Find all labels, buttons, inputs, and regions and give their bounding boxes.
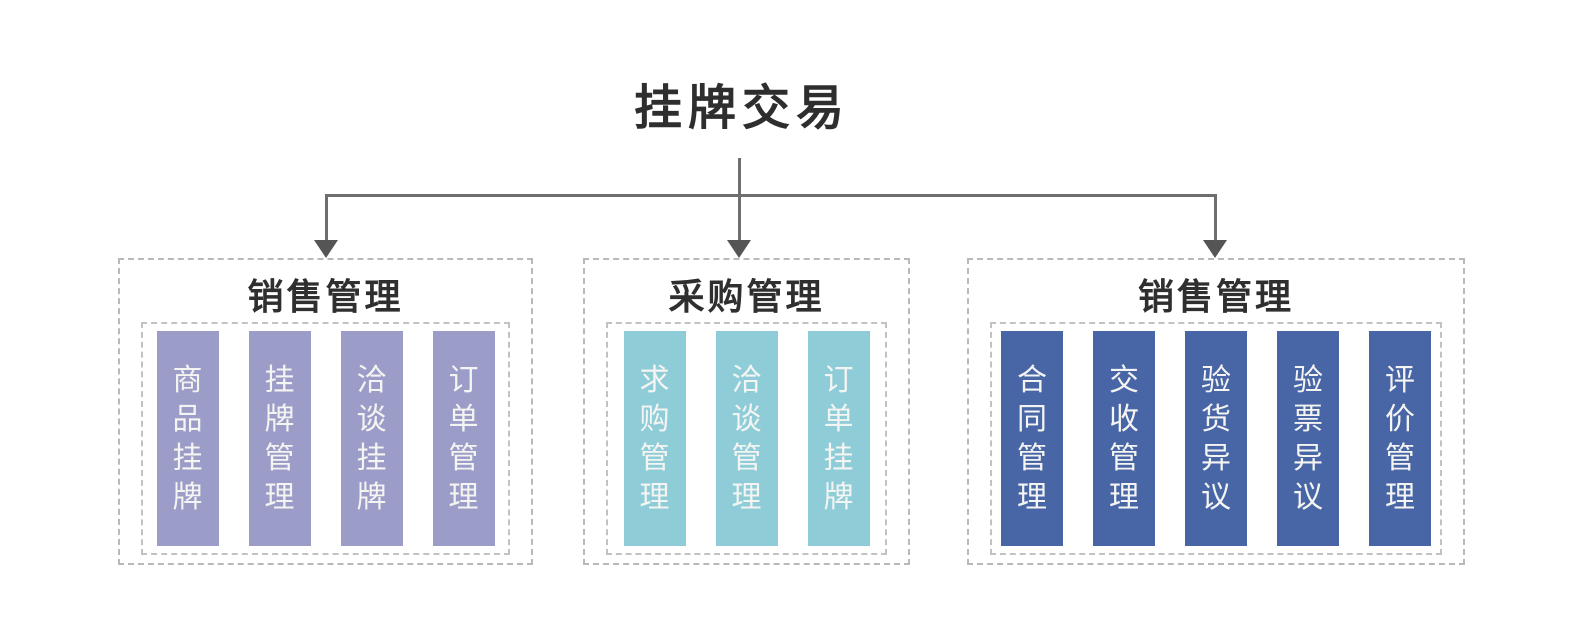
module-bar: 订单挂牌 [807,331,870,546]
module-bar: 订单管理 [432,331,495,546]
module-bar: 验票异议 [1277,331,1339,546]
page-title: 挂牌交易 [633,82,851,135]
module-bar: 交收管理 [1093,331,1155,546]
group-inner-box: 合同管理 交收管理 验货异议 验票异议 评价管理 [990,322,1442,555]
module-bar: 洽谈管理 [715,331,778,546]
module-bar: 挂牌管理 [248,331,311,546]
module-label: 洽谈管理 [731,363,762,514]
group-title: 销售管理 [1137,276,1294,317]
group-inner-box: 商品挂牌 挂牌管理 洽谈挂牌 订单管理 [141,322,510,555]
module-label: 评价管理 [1385,363,1415,514]
module-bar: 商品挂牌 [156,331,219,546]
module-bar: 合同管理 [1001,331,1063,546]
module-label: 合同管理 [1017,363,1047,514]
group-procurement-management: 采购管理 求购管理 洽谈管理 订单挂牌 [583,258,910,565]
module-label: 订单管理 [448,363,479,514]
module-label: 洽谈挂牌 [356,363,387,514]
module-label: 交收管理 [1109,363,1139,514]
module-bar: 洽谈挂牌 [340,331,403,546]
arrow-down-icon [314,240,338,258]
connector-middle-line [738,158,741,244]
module-label: 验票异议 [1293,363,1323,514]
group-sales-management-2: 销售管理 合同管理 交收管理 验货异议 验票异议 评价管理 [967,258,1465,565]
group-sales-management-1: 销售管理 商品挂牌 挂牌管理 洽谈挂牌 订单管理 [118,258,533,565]
arrow-down-icon [727,240,751,258]
module-label: 挂牌管理 [264,363,295,514]
module-label: 求购管理 [639,363,670,514]
connector-left-line [325,194,328,244]
group-inner-box: 求购管理 洽谈管理 订单挂牌 [606,322,887,555]
module-label: 验货异议 [1201,363,1231,514]
group-title: 销售管理 [247,276,404,317]
group-title: 采购管理 [668,276,825,317]
connector-horizontal-line [325,194,1217,197]
module-bar: 求购管理 [623,331,686,546]
connector-right-line [1214,194,1217,244]
module-bar: 评价管理 [1369,331,1431,546]
module-bar: 验货异议 [1185,331,1247,546]
module-label: 订单挂牌 [823,363,854,514]
module-label: 商品挂牌 [172,363,203,514]
arrow-down-icon [1203,240,1227,258]
